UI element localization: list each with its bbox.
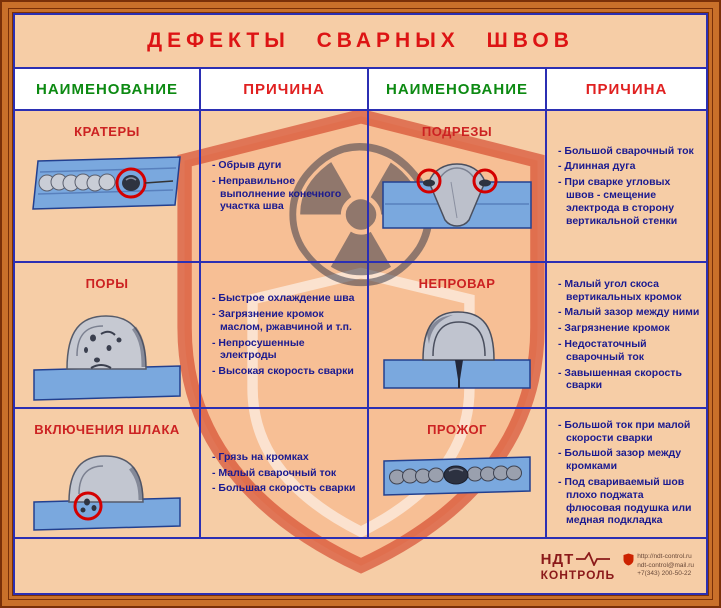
page-title: ДЕФЕКТЫ СВАРНЫХ ШВОВ — [147, 29, 574, 52]
cause-item: - Малый зазор между ними — [558, 306, 700, 319]
cause-item: - Недостаточный сварочный ток — [558, 338, 647, 363]
defect-cell-prozhog: ПРОЖОГ — [369, 409, 547, 539]
cause-item: - Загрязнение кромок — [558, 322, 670, 335]
pores-illustration — [33, 315, 181, 401]
contact-block: http://ndt-control.ru ndt-control@mail.r… — [623, 553, 694, 579]
cause-cell-kratery: - Обрыв дуги - Неправильное выполнение к… — [201, 111, 369, 263]
cause-item: - Быстрое охлаждение шва — [212, 292, 355, 305]
defect-name: ВКЛЮЧЕНИЯ ШЛАКА — [34, 422, 180, 437]
small-shield-icon — [623, 553, 634, 566]
cause-item: - Неправильное выполнение конечного учас… — [212, 174, 342, 213]
poster-sheet: ☢ ДЕФЕКТЫ СВАРНЫХ ШВОВ НАИМЕНОВАНИЕ ПРИЧ… — [12, 12, 709, 596]
burn-through-illustration — [383, 456, 531, 496]
contact-website: http://ndt-control.ru — [637, 552, 692, 560]
pulse-waveform-icon — [576, 552, 611, 566]
cause-cell-shlak: - Грязь на кромках - Малый сварочный ток… — [201, 409, 369, 539]
defect-name: КРАТЕРЫ — [74, 124, 140, 139]
contact-email: ndt-control@mail.ru — [637, 561, 694, 569]
defect-name: ПОРЫ — [85, 276, 129, 291]
logo-text-top: НДТ — [540, 550, 575, 568]
defect-cell-shlak: ВКЛЮЧЕНИЯ ШЛАКА — [15, 409, 201, 539]
defect-cell-kratery: КРАТЕРЫ — [15, 111, 201, 263]
undercut-illustration — [382, 163, 532, 229]
cause-item: - Большая скорость сварки — [212, 482, 356, 495]
header-cause-2: ПРИЧИНА — [547, 69, 706, 111]
cause-item: - Непросушенные электроды — [212, 336, 305, 362]
cause-item: - Большой ток при малой скорости сварки — [558, 418, 691, 444]
cause-item: - Загрязнение кромок маслом, ржавчиной и… — [212, 307, 352, 333]
cause-item: - Малый сварочный ток — [212, 466, 337, 479]
cause-item: - Большой сварочный ток — [558, 144, 694, 157]
cause-item: - Длинная дуга — [558, 160, 636, 173]
poster-frame: ☢ ДЕФЕКТЫ СВАРНЫХ ШВОВ НАИМЕНОВАНИЕ ПРИЧ… — [8, 8, 713, 600]
contact-phone: +7(343) 200-50-22 — [637, 570, 692, 578]
cause-item: - Обрыв дуги — [212, 158, 282, 171]
defect-name: ПОДРЕЗЫ — [421, 124, 493, 139]
craters-illustration — [32, 156, 181, 210]
header-cause-1: ПРИЧИНА — [201, 69, 369, 111]
ndt-control-logo: НДТ КОНТРОЛЬ — [541, 551, 616, 582]
cause-item: - При сварке угловых швов - смещение эле… — [558, 176, 678, 227]
header-name-1: НАИМЕНОВАНИЕ — [15, 69, 201, 111]
cause-item: - Грязь на кромках — [212, 450, 309, 463]
defect-cell-neprovar: НЕПРОВАР — [369, 263, 547, 409]
cause-item: - Завышенная скорость сварки — [558, 366, 682, 392]
logo-text-bottom: КОНТРОЛЬ — [540, 567, 616, 582]
cause-cell-prozhog: - Большой ток при малой скорости сварки … — [547, 409, 706, 539]
defect-name: ПРОЖОГ — [427, 422, 487, 437]
footer: НДТ КОНТРОЛЬ http://ndt-control.ru ndt-c… — [15, 539, 706, 593]
slag-inclusions-illustration — [33, 455, 181, 531]
cause-item: - Высокая скорость сварки — [212, 365, 354, 378]
header-name-2: НАИМЕНОВАНИЕ — [369, 69, 547, 111]
defect-cell-pory: ПОРЫ — [15, 263, 201, 409]
lack-of-fusion-illustration — [383, 311, 531, 389]
cause-item: - Под свариваемый шов плохо поджата флюс… — [558, 476, 692, 527]
defect-name: НЕПРОВАР — [418, 276, 496, 291]
cause-item: - Большой зазор между кромками — [558, 447, 682, 473]
cause-item: - Малый угол скоса вертикальных кромок — [558, 277, 682, 303]
defect-cell-podrezy: ПОДРЕЗЫ — [369, 111, 547, 263]
cause-cell-pory: - Быстрое охлаждение шва - Загрязнение к… — [201, 263, 369, 409]
cause-cell-neprovar: - Малый угол скоса вертикальных кромок -… — [547, 263, 706, 409]
defects-table: НАИМЕНОВАНИЕ ПРИЧИНА НАИМЕНОВАНИЕ ПРИЧИН… — [15, 67, 706, 539]
cause-cell-podrezy: - Большой сварочный ток - Длинная дуга -… — [547, 111, 706, 263]
